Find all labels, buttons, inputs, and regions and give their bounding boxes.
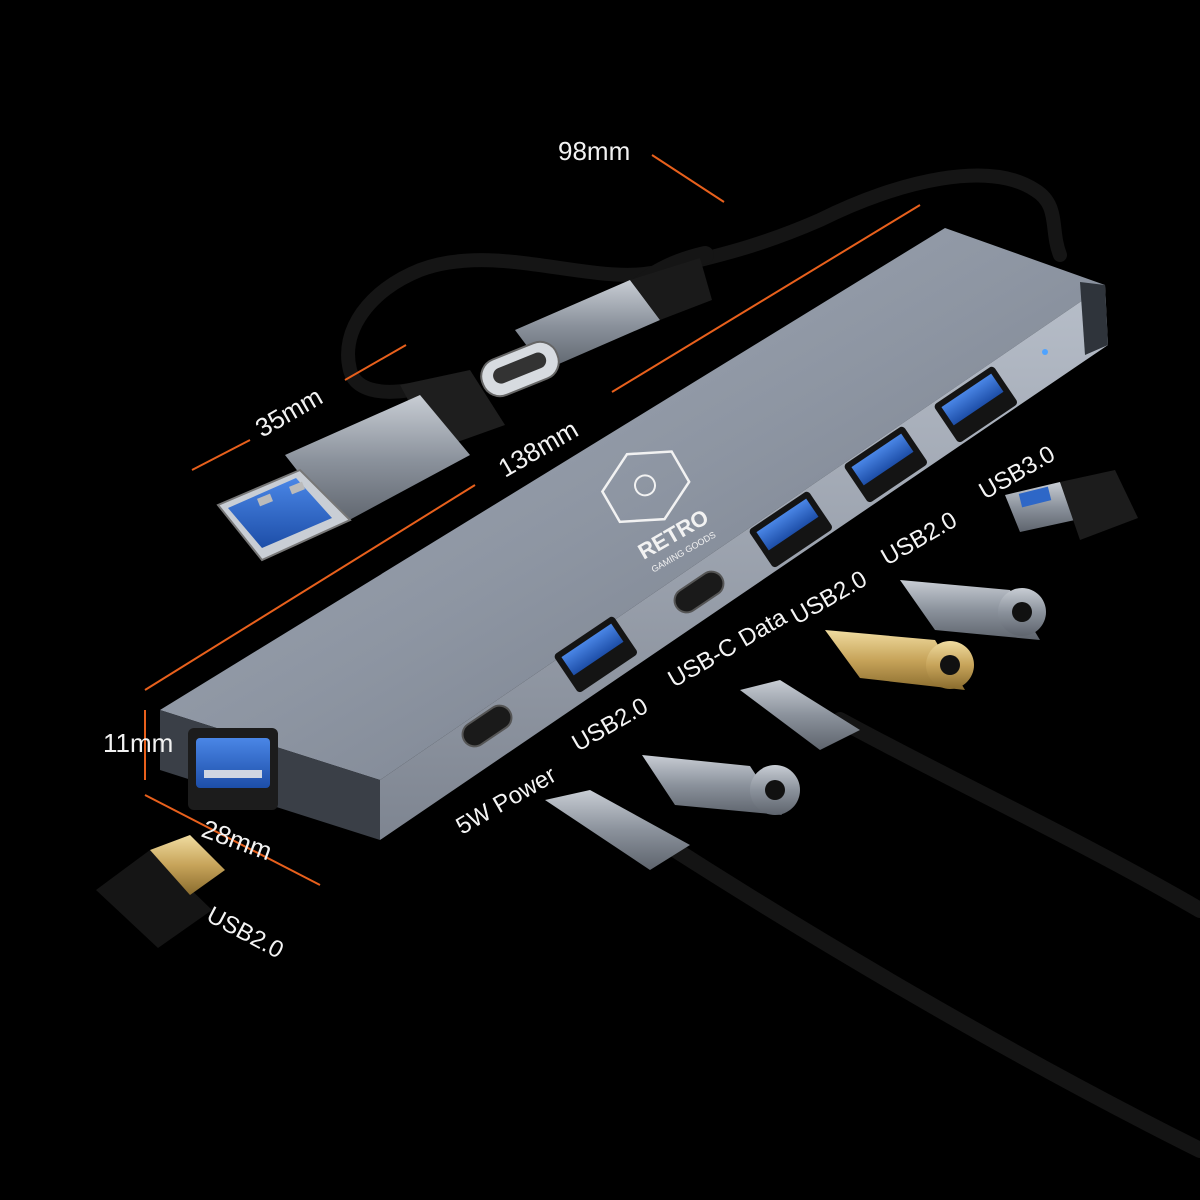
usb-c-cable-1: [740, 680, 1200, 918]
usb-port-3: [844, 426, 927, 503]
label-usb-2: USB2.0: [787, 565, 872, 630]
usb-c-power-port: [461, 704, 513, 748]
usb-a-plug: [216, 370, 505, 562]
flash-drive-silver-1: [900, 580, 1046, 640]
usb-c-data-port: [673, 570, 725, 614]
dimension-lines: [144, 154, 921, 886]
usb-dongle-bottom: [96, 835, 225, 948]
side-ports: [461, 366, 1017, 748]
flash-drive-silver-2: [642, 755, 800, 815]
usb-dongle-top: [1005, 470, 1138, 540]
label-front-usb: USB2.0: [202, 901, 288, 964]
dim-plug-length: 35mm: [250, 381, 328, 443]
usb-c-cable-2: [545, 790, 1200, 1158]
front-usb-port: [188, 728, 278, 810]
usb-port-2: [749, 491, 832, 568]
usb-c-plug: [480, 258, 712, 398]
flash-drive-gold: [825, 630, 974, 690]
dim-hub-height: 11mm: [103, 728, 173, 758]
label-usb-3: USB2.0: [877, 506, 962, 571]
status-led: [1042, 349, 1048, 355]
dim-cable-length: 98mm: [558, 136, 630, 166]
usb-port-4: [934, 366, 1017, 443]
usb-port-1: [554, 616, 637, 693]
